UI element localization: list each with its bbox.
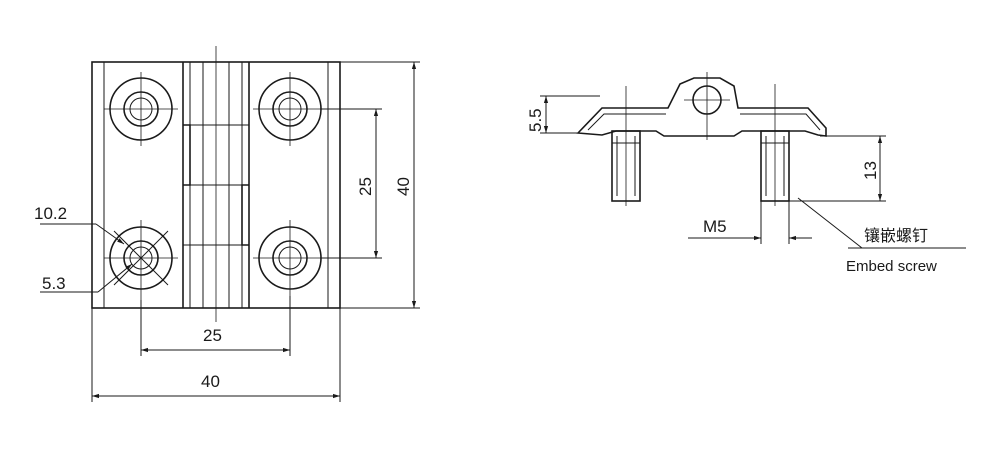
callout-label-chinese: 镶嵌螺钉 xyxy=(864,226,928,245)
embed-screw-callout: 镶嵌螺钉 Embed screw xyxy=(797,197,966,275)
dim-label-25-vertical: 25 xyxy=(356,177,375,196)
dimension-plate-thickness: 5.5 xyxy=(526,95,600,134)
dimension-thread-diameter: 5.3 xyxy=(40,263,133,293)
dimension-screw-length: 13 xyxy=(789,135,886,202)
countersunk-hole-bottom-left xyxy=(104,220,178,300)
hinge-side-view: 5.5 13 M5 镶嵌螺钉 Embed screw xyxy=(526,72,966,275)
countersunk-hole-top-right xyxy=(253,72,327,146)
dim-label-10-2: 10.2 xyxy=(34,204,67,223)
hinge-side-profile xyxy=(576,77,827,137)
countersunk-hole-top-left xyxy=(104,72,178,146)
dimension-thread-size: M5 xyxy=(688,201,812,244)
hinge-front-view: 10.2 5.3 25 40 25 xyxy=(34,46,420,402)
dimension-horizontal-25: 25 xyxy=(140,296,291,356)
dimension-hole-diameter: 10.2 xyxy=(34,204,125,245)
dim-label-5-3: 5.3 xyxy=(42,274,66,293)
dim-label-40-vertical: 40 xyxy=(394,177,413,196)
dimension-vertical-40: 40 xyxy=(340,61,420,309)
dimension-horizontal-40: 40 xyxy=(91,308,341,402)
dim-label-5-5: 5.5 xyxy=(526,108,545,132)
embed-screw-left xyxy=(611,86,641,206)
dim-label-40-horizontal: 40 xyxy=(201,372,220,391)
countersunk-hole-bottom-right xyxy=(253,220,327,296)
embed-screw-right xyxy=(760,84,790,206)
dim-label-25-horizontal: 25 xyxy=(203,326,222,345)
dim-label-13: 13 xyxy=(861,161,880,180)
dim-label-m5: M5 xyxy=(703,217,727,236)
dimension-vertical-25: 25 xyxy=(320,108,382,259)
callout-label-english: Embed screw xyxy=(846,258,937,275)
